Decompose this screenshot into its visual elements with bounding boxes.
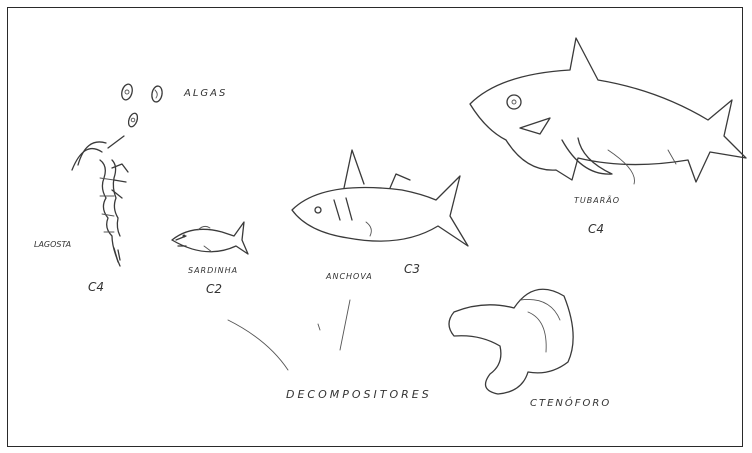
label-lagosta: LAGOSTA [34, 240, 71, 249]
lobster-drawing [72, 136, 128, 266]
trophic-level-tubarao: C4 [588, 222, 604, 236]
label-algas: ALGAS [184, 88, 227, 99]
sardine-drawing [172, 222, 248, 254]
label-anchova: ANCHOVA [326, 272, 373, 281]
label-ctenoforo: CTENÓFORO [530, 398, 611, 409]
decomposer-lines [228, 300, 350, 370]
trophic-level-lagosta: C4 [88, 280, 104, 294]
label-sardinha: SARDINHA [188, 266, 238, 275]
label-decompositores: DECOMPOSITORES [286, 388, 432, 401]
ctenophore-drawing [449, 289, 573, 394]
trophic-level-anchova: C3 [404, 262, 420, 276]
anchovy-drawing [292, 150, 468, 246]
algae-drawing [120, 83, 163, 128]
label-tubarao: TUBARÃO [574, 196, 620, 205]
shark-drawing [470, 38, 746, 184]
trophic-level-sardinha: C2 [206, 282, 222, 296]
